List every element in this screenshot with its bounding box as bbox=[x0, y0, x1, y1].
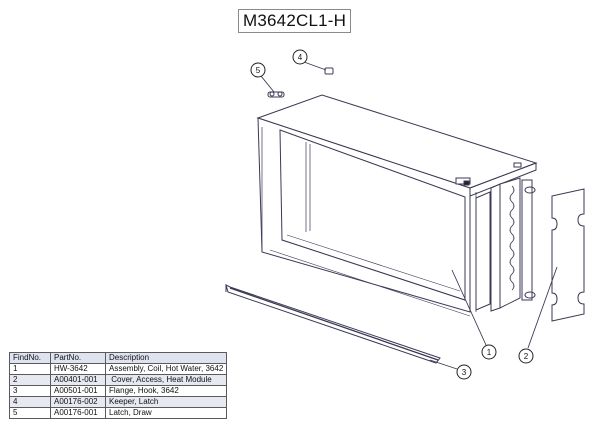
svg-text:4: 4 bbox=[298, 53, 303, 62]
find-no-cell: 1 bbox=[9, 363, 51, 375]
table-row: 2 A00401-001 Cover, Access, Heat Module bbox=[9, 374, 228, 386]
table-row: 4 A00176-002 Keeper, Latch bbox=[9, 396, 228, 408]
svg-text:1: 1 bbox=[487, 348, 492, 357]
svg-text:2: 2 bbox=[524, 352, 529, 361]
find-no-cell: 4 bbox=[9, 396, 51, 408]
balloon-5: 5 bbox=[250, 62, 266, 78]
balloon-2: 2 bbox=[518, 348, 534, 364]
draw-latch bbox=[267, 91, 285, 98]
leader-lines bbox=[260, 61, 558, 370]
svg-text:3: 3 bbox=[462, 368, 467, 377]
latch-keeper bbox=[324, 67, 334, 75]
description-cell: Assembly, Coil, Hot Water, 3642 bbox=[104, 363, 228, 375]
description-cell: Cover, Access, Heat Module bbox=[104, 374, 228, 386]
table-row: 5 A00176-001 Latch, Draw bbox=[9, 407, 228, 419]
description-cell: Keeper, Latch bbox=[104, 396, 228, 408]
part-no-cell: HW-3642 bbox=[50, 363, 106, 375]
header-part-no: PartNo. bbox=[50, 352, 106, 364]
description-cell: Flange, Hook, 3642 bbox=[104, 385, 228, 397]
find-no-cell: 5 bbox=[9, 407, 51, 419]
drawing-title: M3642CL1-H bbox=[238, 9, 352, 33]
svg-text:5: 5 bbox=[256, 66, 261, 75]
part-no-cell: A00176-001 bbox=[50, 407, 106, 419]
part-no-cell: A00401-001 bbox=[50, 374, 106, 386]
parts-list-table: FindNo. PartNo. Description 1 HW-3642 As… bbox=[9, 352, 228, 419]
part-no-cell: A00501-001 bbox=[50, 385, 106, 397]
table-header-row: FindNo. PartNo. Description bbox=[9, 352, 228, 364]
part-no-cell: A00176-002 bbox=[50, 396, 106, 408]
flange-hook bbox=[225, 284, 441, 364]
description-cell: Latch, Draw bbox=[104, 407, 228, 419]
header-description: Description bbox=[104, 352, 228, 364]
coil-housing bbox=[256, 94, 538, 317]
balloon-1: 1 bbox=[481, 344, 497, 360]
find-no-cell: 2 bbox=[9, 374, 51, 386]
table-row: 1 HW-3642 Assembly, Coil, Hot Water, 364… bbox=[9, 363, 228, 375]
header-find-no: FindNo. bbox=[9, 352, 51, 364]
balloon-3: 3 bbox=[456, 364, 472, 380]
access-cover bbox=[551, 188, 585, 322]
find-no-cell: 3 bbox=[9, 385, 51, 397]
balloon-4: 4 bbox=[292, 49, 308, 65]
table-row: 3 A00501-001 Flange, Hook, 3642 bbox=[9, 385, 228, 397]
